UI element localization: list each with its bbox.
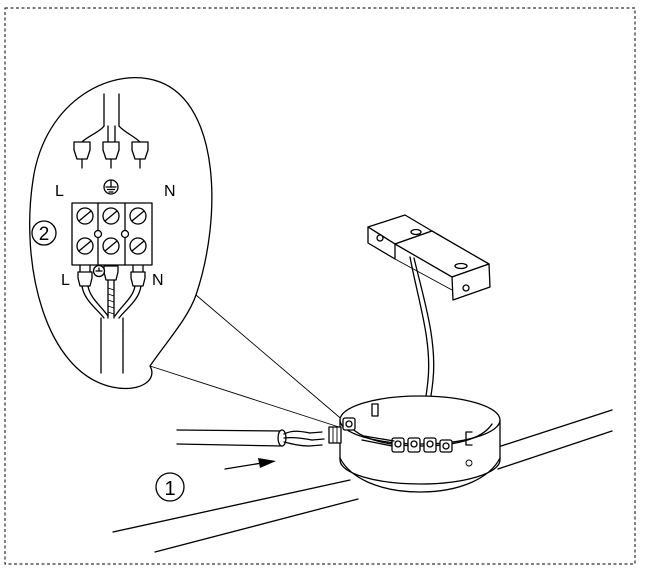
mounting-bracket bbox=[367, 214, 491, 301]
supply-cable-top bbox=[73, 93, 149, 169]
supply-cable bbox=[176, 429, 325, 447]
label-neutral-top: N bbox=[164, 183, 176, 200]
supply-cable-bottom bbox=[77, 264, 146, 374]
box-terminals bbox=[391, 437, 453, 453]
cable-gland bbox=[328, 417, 356, 444]
step-2-badge: 2 bbox=[31, 220, 57, 246]
ceiling-surface bbox=[112, 409, 613, 553]
junction-box bbox=[328, 395, 501, 493]
dashed-border bbox=[4, 7, 636, 565]
terminal-screw-icon bbox=[76, 207, 147, 255]
step-1-badge: 1 bbox=[155, 472, 185, 502]
label-live-bottom: L bbox=[61, 272, 70, 289]
earth-symbol-icon bbox=[103, 179, 119, 195]
terminal-callout: L N L N 2 bbox=[29, 77, 213, 390]
callout-leaders bbox=[149, 294, 346, 429]
terminal-block bbox=[71, 202, 153, 266]
step-1-number: 1 bbox=[164, 478, 175, 500]
label-live-top: L bbox=[55, 183, 64, 200]
label-neutral-bottom: N bbox=[152, 272, 164, 289]
insertion-arrow-icon bbox=[224, 458, 276, 470]
step-2-number: 2 bbox=[39, 224, 50, 245]
